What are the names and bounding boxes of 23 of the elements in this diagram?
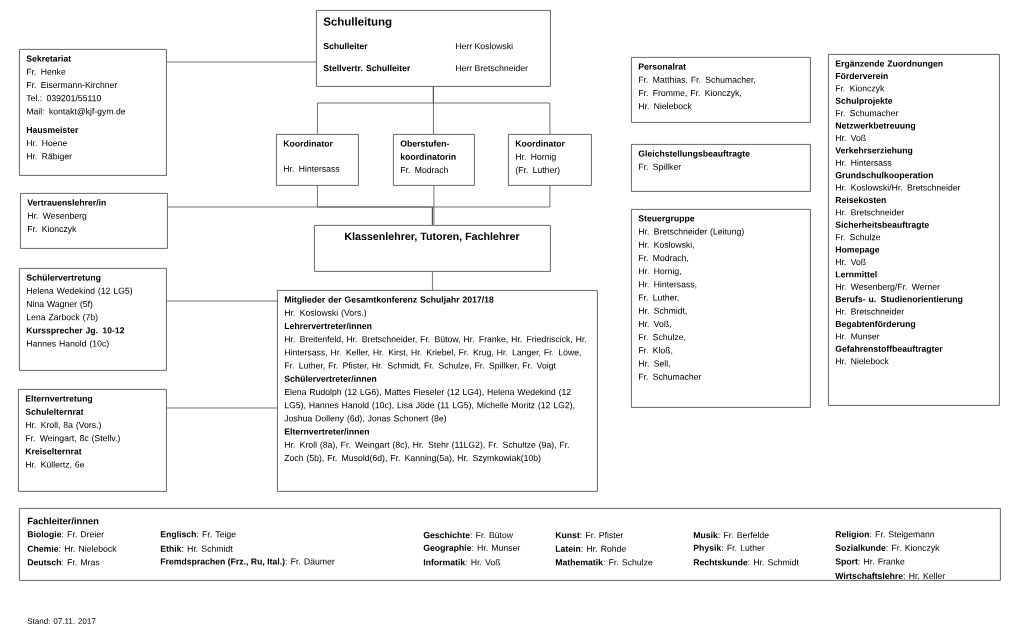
org-box: Steuergruppe Hr. Bretschneider (Leitung) Hr. Koslowski, Fr. Modrach, Hr. Hornig, Hr. Hintersass, Fr. Luther, Hr. Schmidt, Hr. Voß, Fr. Schulze, Fr. Kloß, Hr. Sell, Fr. Schumacher xyxy=(631,209,811,408)
org-box: Klassenlehrer, Tutoren, Fachlehrer xyxy=(314,225,551,272)
connector-line xyxy=(166,61,317,63)
org-box: Koordinator Hr. Hintersass xyxy=(276,134,359,186)
connector-line xyxy=(432,271,433,291)
connector-line xyxy=(167,206,433,226)
org-box: Oberstufen-koordinatorin Fr. Modrach xyxy=(393,134,475,186)
connector-line xyxy=(433,86,551,135)
org-box: Ergänzende Zuordnungen Förderverein Fr. Kionczyk Schulprojekte Fr. Schumacher Netzwerkbetreuung Hr. Voß Verkehrserziehung Hr. Hintersass Grundschulkooperation Hr. Koslowski/Hr. Bretschneider Reisekosten Hr. Bretschneider Sicherheitsbeauftragte Fr. Schulze Homepage Hr. Voß Lernmittel Hr. Wesenberg/Fr. Werner Berufs- u. Studienorientierung Hr. Bretschneider Begabtenförderung Hr. Munser Gefahrenstoffbeauftragter Hr. Nielebock xyxy=(828,54,1000,406)
connector-line xyxy=(166,407,278,409)
connector-line xyxy=(166,300,278,302)
org-box: Personalrat Fr. Matthias, Fr. Schumacher, Fr. Fromme, Fr. Kionczyk, Hr. Nielebock xyxy=(631,57,811,123)
org-box: Schulleitung Schulleiter Herr Koslowski Stellvertr. Schulleiter Herr Bretschneider xyxy=(316,10,551,87)
org-box: Fachleiter/innen Biologie: Fr. Dreier Chemie: Hr. Nielebock Deutsch: Fr. Mras Englisch: Fr. Teige Ethik: Hr. Schmidt Fremdsprachen (Frz., Ru, Ital.): Fr. Däumer Geschichte: Fr. Bütow Geographie: Hr. Munser Informatik: Hr. Voß Kunst: Fr. Pfister Latein: Hr. Rohde Mathematik: Fr. Schulze Musik: Fr. Berfelde Physik: Fr. Luther Rechtskunde: Hr. Schmidt Religion: Fr. Steigemann Sozialkunde: Fr. Kionczyk Sport: Hr. Franke Wirtschaftslehre: Hr. Keller xyxy=(19,508,1001,581)
org-box: Elternvertretung Schulelternrat Hr. Kroll, 8a (Vors.) Fr. Weingart, 8c (Stellv.) Kreiselternrat Hr. Küllertz, 6e xyxy=(18,389,167,492)
connector-line xyxy=(433,185,435,226)
org-box: Gleichstellungsbeauftragte Fr. Spillker xyxy=(631,144,811,192)
org-box: Vertrauenslehrer/in Hr. Wesenberg Fr. Kionczyk xyxy=(20,193,168,249)
org-box: Sekretariat Fr. Henke Fr. Eisermann-Kirchner Tel.: 039201/55110 Mail: kontakt@kjf-gym.de Hausmeister Hr. Hoene Hr. Räbiger xyxy=(19,49,167,176)
org-box: Schülervertretung Helena Wedekind (12 LG5) Nina Wagner (5f) Lena Zarbock (7b) Kurssprecher Jg. 10-12 Hannes Hanold (10c) xyxy=(19,268,167,371)
date-note: Stand: 07.11. 2017 xyxy=(27,618,96,624)
org-box: Mitglieder der Gesamtkonferenz Schuljahr 2017/18 Hr. Koslowski (Vors.) Lehrervertreter/innen Hr. Breitenfeld, Hr. Bretschneider, Fr. Bütow, Hr. Franke, Hr. Friedriscick, Hr. Hintersass, Hr. Keller, Hr. Kirst, Hr. Kriebel, Fr. Krug, Hr. Langer, Fr. Löwe, Fr. Luther, Fr. Pfister, Hr. Schmidt, Fr. Schulze, Fr. Spillker, Fr. Voigt Schülervertreter/innen Elena Rudolph (12 LG6), Mattes Fieseler (12 LG4), Helena Wedekind (12 LG5), Hannes Hanold (10c), Lisa Jöde (11 LG5), Michelle Moritz (12 LG2), Joshua Dolleny (6d), Jonas Schonert (8e) Elternvertreter/innen Hr. Kroll (8a), Fr. Weingart (8c), Hr. Stehr (11LG2), Fr. Schultze (9a), Fr. Zoch (5b), Fr. Musold(6d), Fr. Kanning(5a), Hr. Szymkowiak(10b) xyxy=(277,290,598,492)
org-box: Koordinator Hr. Hornig (Fr. Luther) xyxy=(508,134,592,186)
